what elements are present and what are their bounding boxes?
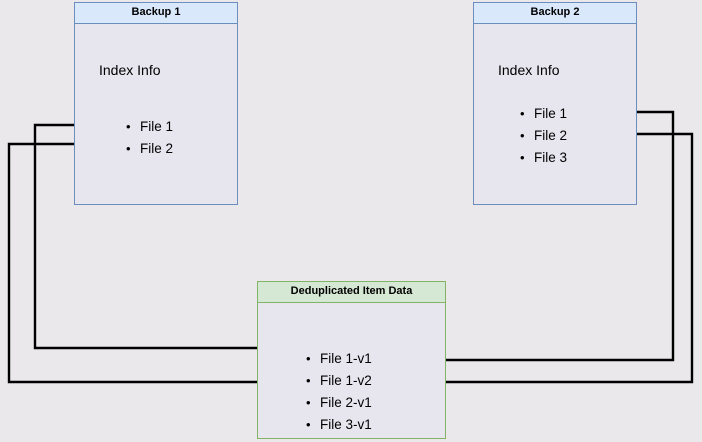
node-backup-2-body: Index Info File 1 File 2 File 3: [474, 24, 636, 204]
node-dedup-body: File 1-v1 File 1-v2 File 2-v1 File 3-v1: [258, 303, 445, 438]
backup-1-file-list: File 1 File 2: [124, 116, 173, 160]
list-item[interactable]: File 1-v1: [304, 348, 372, 370]
node-backup-1-body: Index Info File 1 File 2: [75, 24, 237, 204]
list-item[interactable]: File 2: [518, 125, 567, 147]
list-item[interactable]: File 1: [124, 116, 173, 138]
node-backup-2-title: Backup 2: [474, 3, 636, 24]
node-backup-2[interactable]: Backup 2 Index Info File 1 File 2 File 3: [473, 2, 637, 205]
list-item[interactable]: File 3-v1: [304, 414, 372, 436]
list-item[interactable]: File 2: [124, 138, 173, 160]
dedup-file-list: File 1-v1 File 1-v2 File 2-v1 File 3-v1: [304, 348, 372, 436]
backup-2-heading: Index Info: [498, 62, 560, 78]
list-item[interactable]: File 1: [518, 103, 567, 125]
backup-2-file-list: File 1 File 2 File 3: [518, 103, 567, 169]
backup-1-heading: Index Info: [99, 62, 161, 78]
node-dedup-title: Deduplicated Item Data: [258, 282, 445, 303]
node-backup-1[interactable]: Backup 1 Index Info File 1 File 2: [74, 2, 238, 205]
list-item[interactable]: File 3: [518, 147, 567, 169]
list-item[interactable]: File 2-v1: [304, 392, 372, 414]
node-backup-1-title: Backup 1: [75, 3, 237, 24]
node-deduplicated-item-data[interactable]: Deduplicated Item Data File 1-v1 File 1-…: [257, 281, 446, 439]
list-item[interactable]: File 1-v2: [304, 370, 372, 392]
